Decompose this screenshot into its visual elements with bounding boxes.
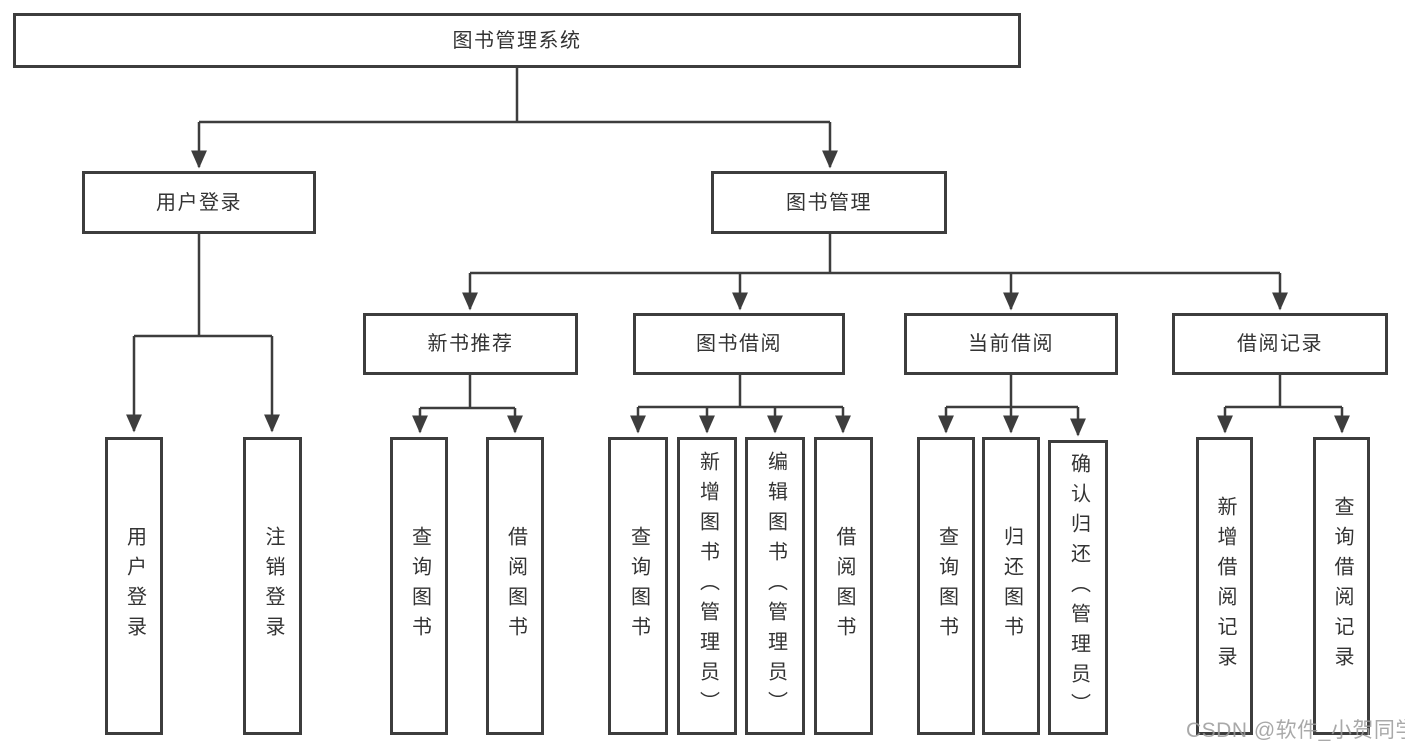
node-current-borrowing-label: 当前借阅 bbox=[968, 333, 1054, 355]
leaf-br-add-record: 新增借阅记录 bbox=[1196, 437, 1253, 735]
node-new-book-recommendation-label: 新书推荐 bbox=[427, 333, 514, 355]
node-borrowing-records: 借阅记录 bbox=[1172, 313, 1388, 375]
node-book-management-branch-label: 图书管理 bbox=[786, 191, 872, 214]
leaf-bb-add-books-admin-label: 新增图书（管理员） bbox=[696, 451, 719, 721]
leaf-cb-confirm-return-admin-label: 确认归还（管理员） bbox=[1067, 452, 1090, 723]
node-book-management-branch: 图书管理 bbox=[711, 171, 947, 234]
leaf-br-query-record-label: 查询借阅记录 bbox=[1331, 496, 1353, 676]
leaf-bb-query-books-label: 查询图书 bbox=[627, 526, 650, 646]
node-user-login-branch-label: 用户登录 bbox=[156, 191, 242, 214]
leaf-user-login-label: 用户登录 bbox=[123, 526, 146, 646]
leaf-user-login: 用户登录 bbox=[105, 437, 163, 735]
leaf-bb-edit-books-admin: 编辑图书（管理员） bbox=[745, 437, 805, 735]
node-borrowing-records-label: 借阅记录 bbox=[1237, 333, 1323, 355]
leaf-br-add-record-label: 新增借阅记录 bbox=[1214, 496, 1236, 676]
node-book-borrowing-label: 图书借阅 bbox=[696, 333, 782, 355]
node-root-label: 图书管理系统 bbox=[452, 29, 582, 52]
node-user-login-branch: 用户登录 bbox=[82, 171, 316, 234]
leaf-nbr-borrow-books-label: 借阅图书 bbox=[504, 526, 527, 646]
node-current-borrowing: 当前借阅 bbox=[904, 313, 1118, 375]
leaf-bb-edit-books-admin-label: 编辑图书（管理员） bbox=[764, 451, 787, 721]
node-book-borrowing: 图书借阅 bbox=[633, 313, 845, 375]
csdn-watermark: CSDN @软件_小贺同学 bbox=[1186, 719, 1405, 742]
node-root: 图书管理系统 bbox=[13, 13, 1021, 68]
leaf-nbr-query-books: 查询图书 bbox=[390, 437, 448, 735]
leaf-cb-confirm-return-admin: 确认归还（管理员） bbox=[1048, 440, 1108, 735]
leaf-nbr-query-books-label: 查询图书 bbox=[408, 526, 431, 646]
leaf-bb-add-books-admin: 新增图书（管理员） bbox=[677, 437, 737, 735]
leaf-cb-return-books: 归还图书 bbox=[982, 437, 1040, 735]
leaf-cb-query-books: 查询图书 bbox=[917, 437, 975, 735]
node-new-book-recommendation: 新书推荐 bbox=[363, 313, 578, 375]
leaf-logout-label: 注销登录 bbox=[262, 526, 284, 646]
leaf-bb-borrow-books: 借阅图书 bbox=[814, 437, 873, 735]
leaf-bb-borrow-books-label: 借阅图书 bbox=[833, 526, 855, 646]
leaf-cb-query-books-label: 查询图书 bbox=[935, 526, 958, 646]
leaf-bb-query-books: 查询图书 bbox=[608, 437, 668, 735]
leaf-cb-return-books-label: 归还图书 bbox=[1000, 526, 1023, 646]
leaf-nbr-borrow-books: 借阅图书 bbox=[486, 437, 544, 735]
leaf-logout: 注销登录 bbox=[243, 437, 302, 735]
leaf-br-query-record: 查询借阅记录 bbox=[1313, 437, 1370, 735]
